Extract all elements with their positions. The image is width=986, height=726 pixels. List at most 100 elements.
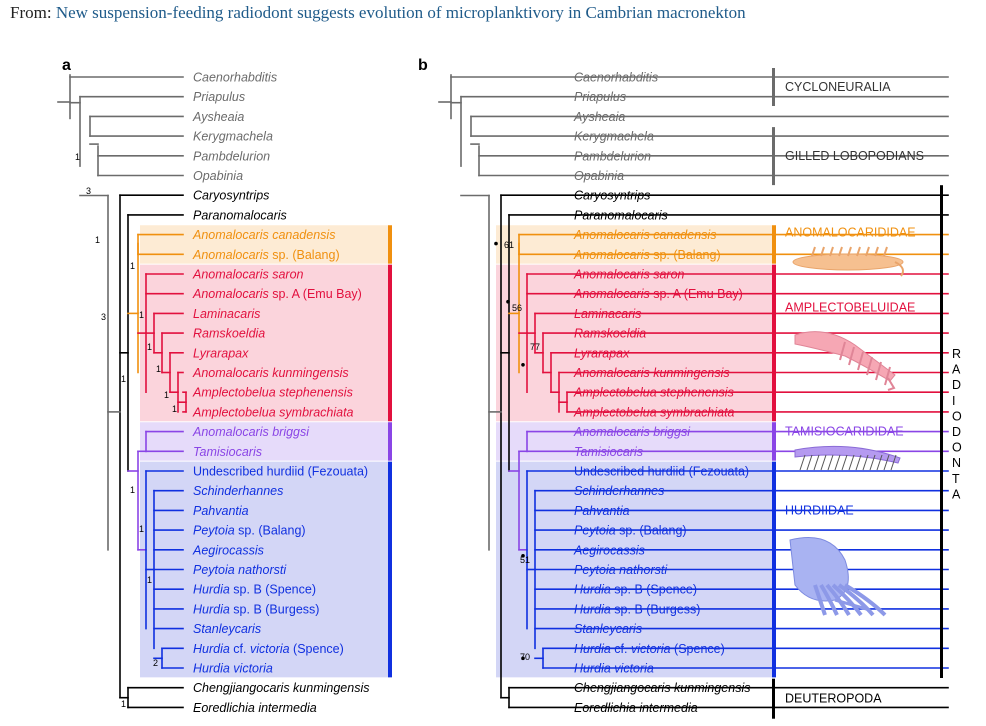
clade-label-hurdiidae: HURDIIDAE bbox=[785, 503, 854, 517]
node-dot bbox=[494, 241, 498, 246]
tip-label-part: Hurdia victoria bbox=[193, 662, 273, 676]
tip-label: Anomalocaris sp. (Balang) bbox=[573, 248, 721, 262]
tip-label-part: Aysheaia bbox=[192, 110, 244, 124]
figure-source-header: From: New suspension-feeding radiodont s… bbox=[10, 3, 746, 23]
tip-label: Anomalocaris canadensis bbox=[573, 228, 716, 242]
tip-label-part: sp. A (Emu Bay) bbox=[269, 287, 362, 301]
tip-label: Hurdia sp. B (Spence) bbox=[193, 583, 316, 597]
tree-branches-layer bbox=[57, 74, 949, 709]
tip-label: Caenorhabditis bbox=[193, 71, 277, 85]
tip-label: Ramskoeldia bbox=[193, 327, 265, 341]
tip-label: Hurdia cf. victoria (Spence) bbox=[574, 642, 725, 656]
tip-label-part: Schinderhannes bbox=[574, 484, 664, 498]
tip-label: Aysheaia bbox=[573, 110, 625, 124]
tip-label-part: Ramskoeldia bbox=[193, 327, 265, 341]
tip-label: Anomalocaris sp. A (Emu Bay) bbox=[573, 287, 743, 301]
tip-label: Hurdia victoria bbox=[574, 662, 654, 676]
hurdiid-illustration bbox=[789, 537, 887, 617]
flap-shape bbox=[843, 583, 887, 617]
node-dot bbox=[506, 299, 510, 304]
panel-label-b: b bbox=[418, 57, 428, 74]
tip-label-part: Stanleycaris bbox=[193, 622, 261, 636]
tip-label-part: Caenorhabditis bbox=[574, 71, 658, 85]
tip-label-part: Laminacaris bbox=[193, 307, 260, 321]
tip-label: Priapulus bbox=[193, 90, 245, 104]
radiodonta-letter: T bbox=[952, 472, 960, 486]
bootstrap-label: 70 bbox=[520, 652, 530, 662]
tip-label-part: Priapulus bbox=[193, 90, 245, 104]
appendage-shape bbox=[794, 445, 901, 464]
tip-label-part: Anomalocaris bbox=[192, 248, 269, 262]
node-support-label: 1 bbox=[95, 235, 100, 245]
node-dot bbox=[521, 656, 525, 661]
tip-label: Eoredlichia intermedia bbox=[574, 701, 698, 715]
spine-shape bbox=[841, 454, 848, 471]
node-support-label: 2 bbox=[153, 658, 158, 668]
clade-label-amplectobeluidae: AMPLECTOBELUIDAE bbox=[785, 301, 915, 315]
tip-label: Peytoia sp. (Balang) bbox=[193, 524, 306, 538]
tip-label: Anomalocaris sp. (Balang) bbox=[192, 248, 340, 262]
flap-shape bbox=[820, 246, 825, 257]
tip-label-part: (Spence) bbox=[290, 642, 344, 656]
tip-label-part: (Spence) bbox=[671, 642, 725, 656]
tip-label: Anomalocaris kunmingensis bbox=[573, 366, 730, 380]
tip-label: Chengjiangocaris kunmingensis bbox=[193, 681, 370, 695]
clade-box-anomalocarididae bbox=[140, 225, 390, 264]
clade-label-gilled_lobopodians: GILLED LOBOPODIANS bbox=[785, 149, 924, 163]
spine-shape bbox=[848, 454, 855, 471]
tip-label-part: Pambdelurion bbox=[193, 149, 270, 163]
tip-label-part: cf. bbox=[230, 642, 250, 656]
tip-label-part: Undescribed hurdiid (Fezouata) bbox=[574, 465, 749, 479]
tail-shape bbox=[834, 598, 871, 612]
tip-label-part: Anomalocaris saron bbox=[573, 268, 685, 282]
node-support-label: 1 bbox=[147, 575, 152, 585]
tip-label-part: Anomalocaris canadensis bbox=[192, 228, 335, 242]
tip-label-part: Paranomalocaris bbox=[193, 208, 287, 222]
radiodonta-letter: I bbox=[952, 394, 955, 408]
tip-label: Hurdia sp. B (Spence) bbox=[574, 583, 697, 597]
tip-label: Priapulus bbox=[574, 90, 626, 104]
tip-label-part: Chengjiangocaris kunmingensis bbox=[574, 681, 751, 695]
node-support-label: 1 bbox=[139, 524, 144, 534]
tip-label-part: Anomalocaris bbox=[573, 248, 650, 262]
tip-label: Amplectobelua stephenensis bbox=[573, 386, 734, 400]
node-support-label: 3 bbox=[101, 312, 106, 322]
body-shape bbox=[792, 253, 904, 271]
tip-label-part: Anomalocaris briggsi bbox=[573, 425, 691, 439]
tip-label-part: Hurdia bbox=[193, 583, 230, 597]
leg-shape bbox=[857, 351, 864, 371]
gilled-lobopodians-bar bbox=[772, 127, 775, 186]
clade-bar-tamisiocarididae bbox=[388, 422, 392, 461]
flap-shape bbox=[831, 583, 863, 617]
anomalocaridid-illustration bbox=[792, 246, 904, 277]
clade-bar-anomalocarididae bbox=[772, 225, 776, 264]
clade-bar-amplectobeluidae bbox=[388, 264, 392, 422]
spine-shape bbox=[855, 454, 862, 471]
spine-shape bbox=[834, 454, 841, 471]
article-link[interactable]: New suspension-feeding radiodont suggest… bbox=[55, 3, 746, 22]
bootstrap-label: 51 bbox=[520, 555, 530, 565]
leg-shape bbox=[848, 346, 855, 366]
radiodonta-letter: A bbox=[952, 487, 961, 501]
flap-shape bbox=[829, 246, 834, 257]
tip-label-part: Kerygmachela bbox=[193, 130, 273, 144]
tip-label-part: Lyrarapax bbox=[193, 346, 249, 360]
tip-label-part: Amplectobelua symbrachiata bbox=[573, 405, 735, 419]
tip-label-part: sp. (Balang) bbox=[616, 524, 687, 538]
tip-label: Caryosyntrips bbox=[574, 189, 650, 203]
tip-label-part: Ramskoeldia bbox=[574, 327, 646, 341]
node-support-label: 1 bbox=[121, 374, 126, 384]
tip-label: Caenorhabditis bbox=[574, 71, 658, 85]
spine-shape bbox=[883, 454, 890, 471]
tip-label: Anomalocaris saron bbox=[573, 268, 685, 282]
header-prefix: From: bbox=[10, 3, 56, 22]
clade-bar-hurdiidae bbox=[388, 461, 392, 678]
flap-shape bbox=[819, 583, 839, 616]
clade-box-tamisiocarididae bbox=[496, 422, 776, 461]
tip-label-part: Anomalocaris bbox=[192, 287, 269, 301]
radiodonta-letter: D bbox=[952, 425, 961, 439]
bootstrap-label: 77 bbox=[530, 342, 540, 352]
tip-label-part: Aysheaia bbox=[573, 110, 625, 124]
appendage-shape bbox=[894, 261, 904, 277]
